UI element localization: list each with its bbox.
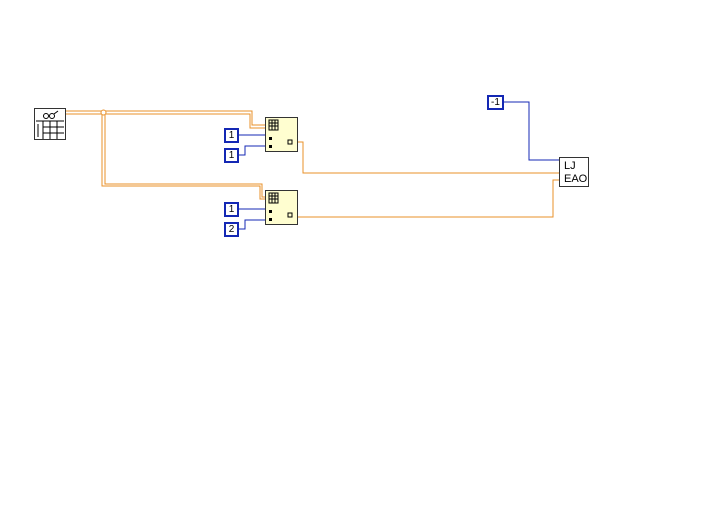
lj-eao-subvi[interactable]: LJ EAO — [559, 157, 589, 187]
index-array-node-2[interactable] — [265, 190, 298, 225]
numeric-wire — [502, 101, 559, 161]
array-index-icon — [268, 119, 293, 148]
output-wire-2 — [297, 179, 559, 218]
subvi-label-line2: EAO — [564, 173, 588, 185]
index-array-node-1[interactable] — [265, 117, 298, 152]
glasses-table-icon — [36, 110, 64, 139]
column-index-constant-2[interactable]: 2 — [224, 222, 239, 237]
numeric-wire — [237, 145, 265, 156]
cluster-wire — [64, 110, 265, 129]
row-index-constant-1[interactable]: 1 — [224, 128, 239, 143]
output-wire-1 — [297, 141, 559, 174]
cluster-constant[interactable] — [34, 108, 66, 140]
numeric-wire — [237, 219, 265, 230]
row-index-constant-2[interactable]: 1 — [224, 202, 239, 217]
channel-constant[interactable]: -1 — [487, 95, 504, 110]
column-index-constant-1[interactable]: 1 — [224, 148, 239, 163]
cluster-wire-branch — [101, 114, 265, 200]
wire-junction — [100, 109, 107, 116]
array-index-icon — [268, 192, 293, 221]
subvi-label-line1: LJ — [564, 160, 576, 172]
